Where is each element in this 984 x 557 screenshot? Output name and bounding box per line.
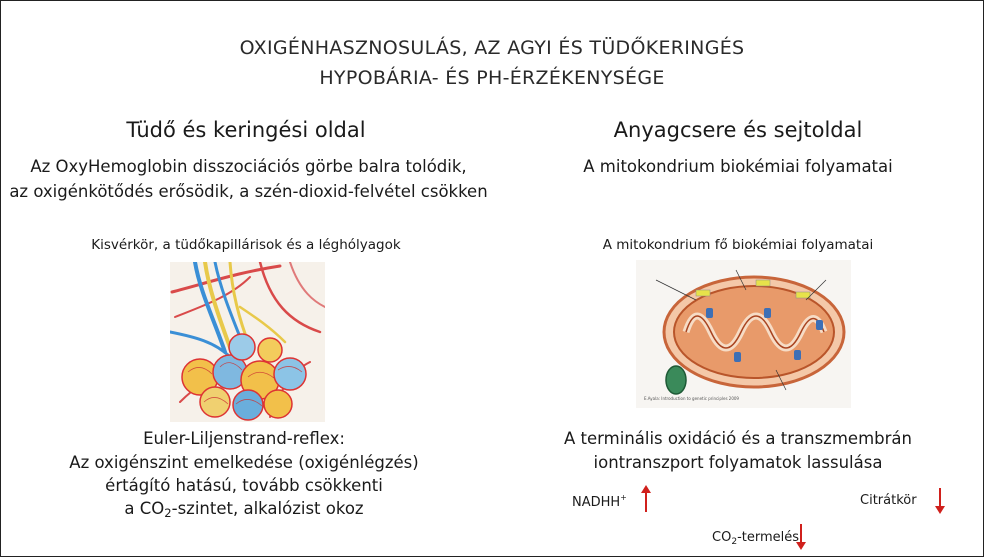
lung-alveoli-illustration	[170, 262, 325, 422]
right-desc: A mitokondrium biokémiai folyamatai	[583, 157, 893, 176]
conclusion-line2: iontranszport folyamatok lassulása	[593, 453, 883, 472]
reflex-title: Euler-Liljenstrand-reflex:	[143, 429, 345, 448]
left-desc-line2: az oxigénkötődés erősödik, a szén-dioxid…	[9, 182, 488, 201]
right-image-caption: A mitokondrium fő biokémiai folyamatai	[602, 237, 874, 253]
slide-title-line1: OXIGÉNHASZNOSULÁS, AZ AGYI ÉS TÜDŐKERING…	[239, 37, 745, 59]
slide-title-line2: HYPOBÁRIA- ÉS PH-ÉRZÉKENYSÉGE	[319, 67, 665, 89]
citrate-down-arrow-icon	[935, 488, 945, 514]
left-heading: Tüdő és keringési oldal	[126, 118, 366, 142]
nadh-label: NADHH+	[572, 493, 627, 510]
left-image-caption: Kisvérkör, a tüdőkapillárisok és a léghó…	[91, 237, 401, 253]
right-heading: Anyagcsere és sejtoldal	[613, 118, 863, 142]
co2-production-label: CO2-termelés	[712, 530, 800, 547]
nadh-up-arrow-icon	[641, 485, 651, 512]
conclusion-line1: A terminális oxidáció és a transzmembrán	[564, 429, 912, 448]
svg-text:E.Ayala: Introduction to genet: E.Ayala: Introduction to genetic princip…	[644, 396, 739, 401]
left-desc-line1: Az OxyHemoglobin disszociációs görbe bal…	[30, 157, 467, 176]
co2-down-arrow-icon	[796, 524, 806, 550]
reflex-line2: Az oxigénszint emelkedése (oxigénlégzés)	[69, 453, 419, 472]
mitochondrion-illustration: E.Ayala: Introduction to genetic princip…	[636, 260, 851, 408]
reflex-line4: a CO2-szintet, alkalózist okoz	[124, 499, 364, 520]
reflex-line3: értágító hatású, tovább csökkenti	[105, 476, 383, 495]
citrate-cycle-label: Citrátkör	[860, 493, 917, 508]
